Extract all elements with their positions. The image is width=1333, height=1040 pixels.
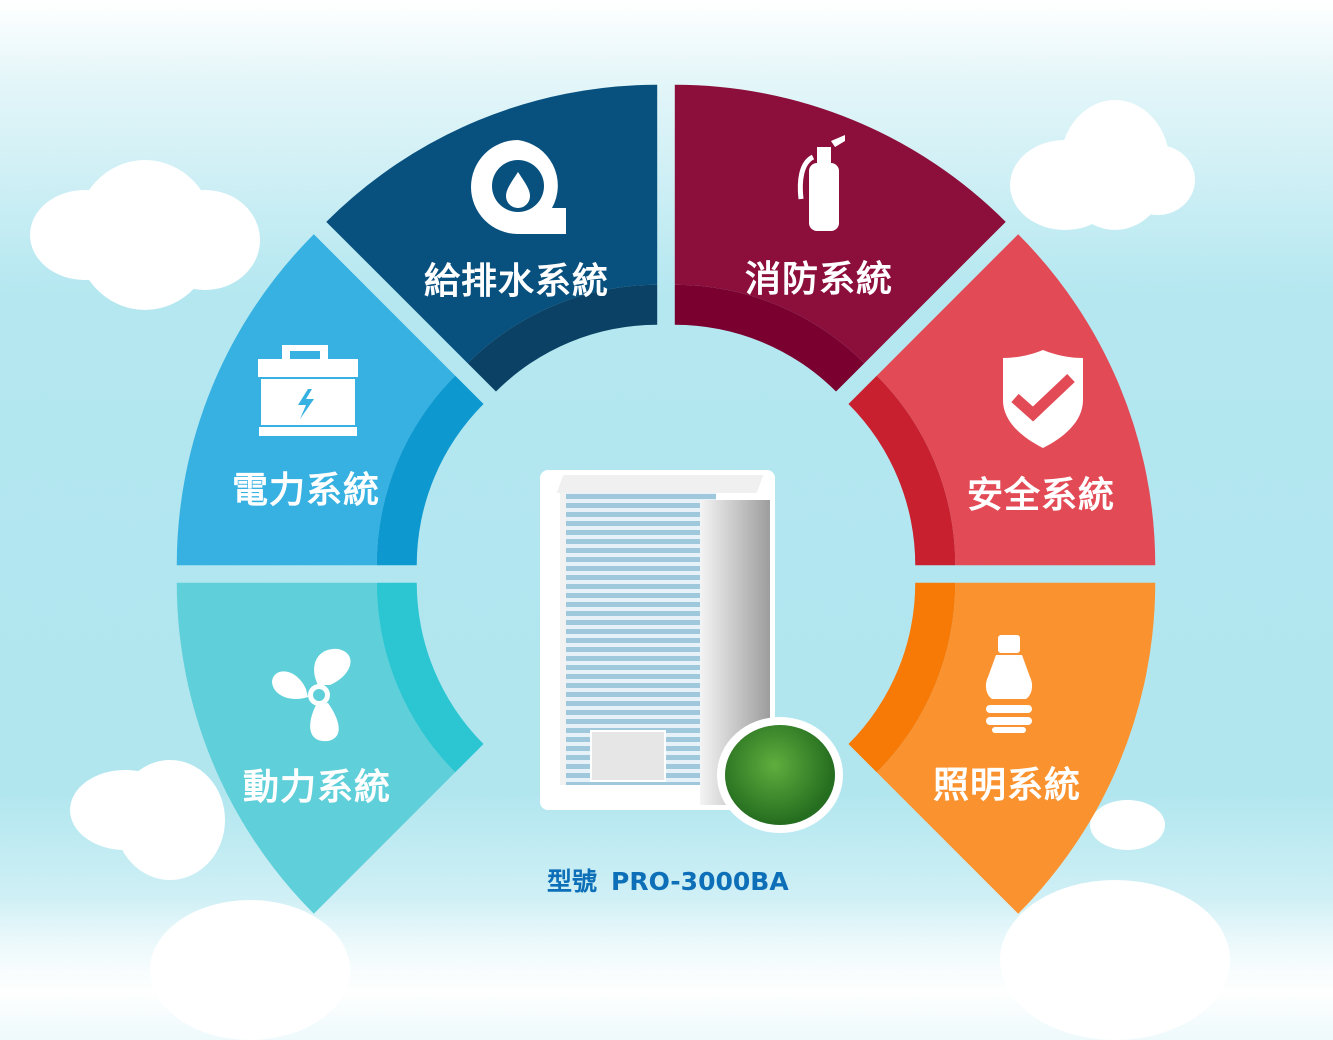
model-prefix: 型號 xyxy=(547,867,598,896)
segment-outer xyxy=(176,582,456,914)
segment-inner-band xyxy=(848,582,956,773)
fire-extinguisher-icon xyxy=(797,135,845,231)
cloud xyxy=(115,760,225,880)
building-illustration xyxy=(540,455,850,835)
segment-inner-band xyxy=(376,375,484,566)
segment-outer xyxy=(876,582,1156,914)
light-bulb-icon xyxy=(985,635,1033,733)
label-power-system: 電力系統 xyxy=(232,470,381,511)
water-drop-pipe-icon xyxy=(471,140,566,234)
segment-lighting[interactable] xyxy=(848,582,1156,914)
cloud xyxy=(1120,145,1195,215)
shield-check-icon xyxy=(1003,350,1083,448)
label-motor-system: 動力系統 xyxy=(243,767,392,808)
segment-inner-band xyxy=(848,375,956,566)
segment-motor[interactable] xyxy=(176,582,484,914)
cloud xyxy=(150,190,260,290)
segment-inner-band xyxy=(467,284,658,392)
model-value: PRO-3000BA xyxy=(611,867,789,896)
segment-fire[interactable] xyxy=(674,84,1006,392)
segment-inner-band xyxy=(376,582,484,773)
model-number: 型號 PRO-3000BA xyxy=(547,862,803,898)
cloud xyxy=(1090,800,1165,850)
fan-icon xyxy=(272,648,351,742)
battery-icon xyxy=(258,345,358,436)
label-lighting-system: 照明系統 xyxy=(933,765,1082,806)
segment-outer xyxy=(674,84,1006,364)
label-safety-system: 安全系統 xyxy=(967,475,1116,516)
bottom-fade xyxy=(0,899,1333,989)
label-water-system: 給排水系統 xyxy=(424,261,610,302)
label-fire-system: 消防系統 xyxy=(745,259,894,300)
segment-inner-band xyxy=(674,284,865,392)
